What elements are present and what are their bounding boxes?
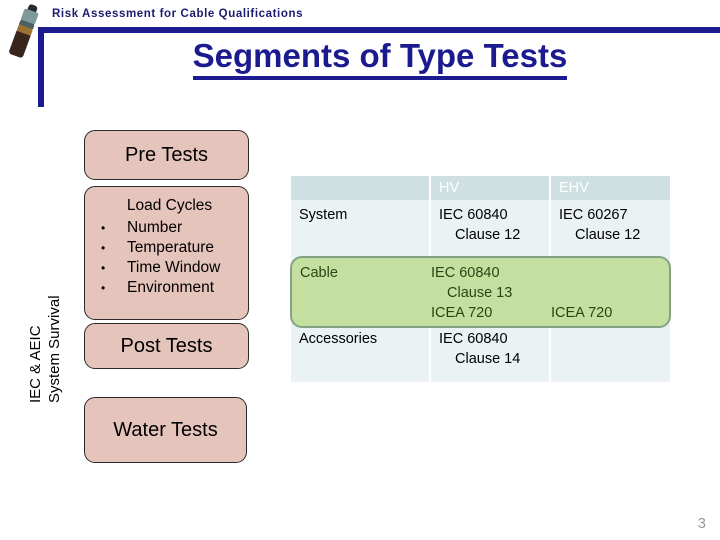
flow-box-pre-tests[interactable]: Pre Tests bbox=[84, 130, 249, 180]
cell-text: Clause 12 bbox=[575, 227, 641, 243]
cell-category: Accessories bbox=[291, 324, 431, 382]
cell-text: IEC 60840 bbox=[431, 265, 500, 281]
list-item: Environment bbox=[97, 278, 248, 298]
flow-box-post-tests[interactable]: Post Tests bbox=[84, 323, 249, 369]
cell-ehv bbox=[551, 324, 670, 382]
cell-text: IEC 60267 bbox=[559, 207, 628, 223]
table-row[interactable]: Accessories IEC 60840 Clause 14 bbox=[291, 324, 670, 382]
cable-row-content[interactable]: Cable IEC 60840 Clause 13 ICEA 720 ICEA … bbox=[290, 256, 671, 328]
cell-category: Cable bbox=[300, 263, 338, 283]
survival-axis-label: IEC & AEIC System Survival bbox=[27, 258, 72, 403]
cell-text: ICEA 720 bbox=[551, 305, 613, 321]
cell-text: Cable bbox=[300, 265, 338, 281]
flow-box-water-tests[interactable]: Water Tests bbox=[84, 397, 247, 463]
cable-row-highlight bbox=[290, 256, 671, 328]
cell-ehv: ICEA 720 bbox=[551, 303, 612, 323]
cell-hv: IEC 60840 Clause 13 ICEA 720 bbox=[431, 263, 512, 323]
page-number: 3 bbox=[697, 515, 706, 532]
cell-text: IEC 60840 bbox=[439, 331, 508, 347]
cell-hv: IEC 60840 Clause 14 bbox=[431, 324, 551, 382]
survival-axis-label-line2: System Survival bbox=[46, 295, 63, 403]
column-header-category bbox=[291, 176, 431, 200]
column-header-ehv: EHV bbox=[551, 176, 670, 200]
cell-text: Clause 14 bbox=[455, 351, 521, 367]
table-header-row: HV EHV bbox=[291, 176, 670, 200]
cell-text: Accessories bbox=[299, 331, 378, 347]
cell-text: System bbox=[299, 207, 348, 223]
cell-hv: IEC 60840 Clause 12 bbox=[431, 200, 551, 252]
page-title-text: Segments of Type Tests bbox=[192, 36, 568, 80]
list-item: Time Window bbox=[97, 258, 248, 278]
header-kicker: Risk Assessment for Cable Qualifications bbox=[52, 8, 304, 20]
list-item: Number bbox=[97, 218, 248, 238]
table-row[interactable]: System IEC 60840 Clause 12 IEC 60267 Cla… bbox=[291, 200, 670, 252]
cell-text: Clause 13 bbox=[447, 285, 513, 301]
cell-category: System bbox=[291, 200, 431, 252]
flow-box-load-cycles[interactable]: Load Cycles Number Temperature Time Wind… bbox=[84, 186, 249, 320]
survival-axis-label-line1: IEC & AEIC bbox=[27, 325, 44, 403]
cell-ehv: IEC 60267 Clause 12 bbox=[551, 200, 670, 252]
load-cycles-title: Load Cycles bbox=[126, 197, 213, 214]
load-cycles-list: Number Temperature Time Window Environme… bbox=[85, 218, 248, 298]
list-item: Temperature bbox=[97, 238, 248, 258]
slide-header: Risk Assessment for Cable Qualifications… bbox=[0, 0, 720, 112]
header-rule-vertical bbox=[38, 27, 44, 107]
page-title: Segments of Type Tests bbox=[60, 36, 700, 80]
cell-text: ICEA 720 bbox=[431, 305, 493, 321]
column-header-hv: HV bbox=[431, 176, 551, 200]
cell-text: Clause 12 bbox=[455, 227, 521, 243]
cell-text: IEC 60840 bbox=[439, 207, 508, 223]
header-rule-horizontal bbox=[38, 27, 720, 33]
